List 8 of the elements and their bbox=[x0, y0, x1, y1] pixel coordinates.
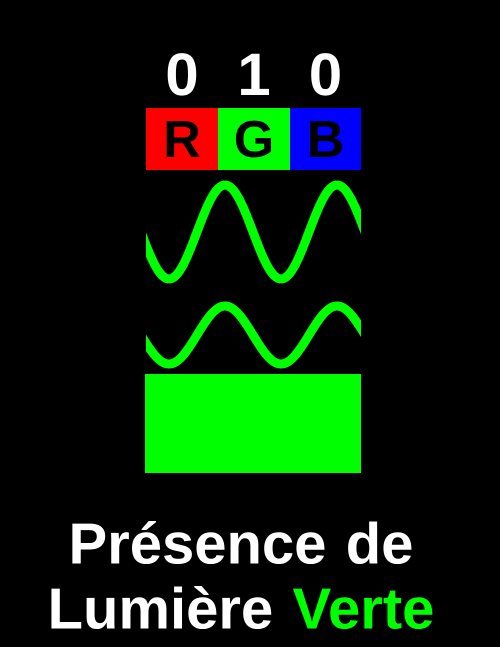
digit: 0 bbox=[311, 53, 340, 96]
letter-box: R bbox=[146, 108, 218, 170]
filled-rectangle bbox=[145, 374, 361, 473]
letter-box: B bbox=[290, 108, 361, 170]
digit: 0 bbox=[168, 53, 196, 96]
digit: 1 bbox=[241, 54, 270, 95]
caption: Présence de Lumière Verte bbox=[51, 520, 432, 630]
letter-box: G bbox=[218, 108, 290, 170]
